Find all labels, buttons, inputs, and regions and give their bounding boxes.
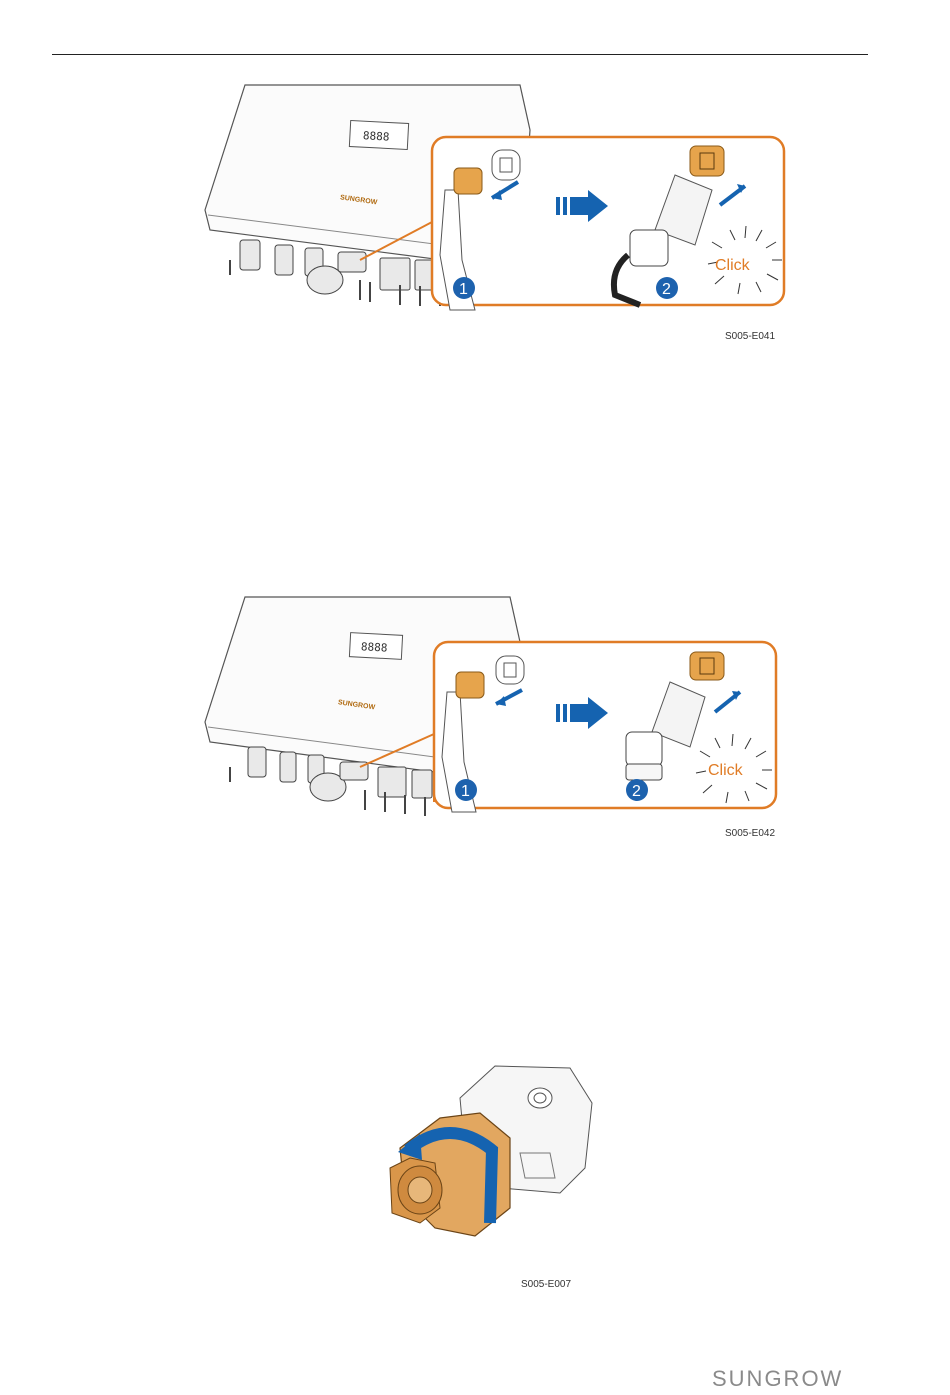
figure-1-caption: S005-E041 [725,331,775,342]
step-1-number: 1 [459,281,468,298]
step-2-number: 2 [662,281,671,298]
display-readout: 8888 [361,640,388,654]
click-label: Click [715,257,751,274]
display-readout: 8888 [363,129,390,143]
detail-callout-box [434,642,776,808]
step-2-number: 2 [632,783,641,800]
header-rule [52,54,868,55]
click-label: Click [708,762,744,779]
figure-3-caption: S005-E007 [521,1279,571,1290]
detail-callout-box [432,137,784,305]
figure-1-illustration: 8888 SUNGROW [200,80,795,320]
footer-logo: SUNGROW [712,1366,843,1392]
figure-3 [380,1058,600,1248]
figure-3-illustration [380,1058,600,1248]
figure-2-caption: S005-E042 [725,828,775,839]
step-1-number: 1 [461,783,470,800]
figure-1: 8888 SUNGROW [200,80,795,320]
figure-2-illustration: 8888 SUNGROW [200,592,785,832]
figure-2: 8888 SUNGROW [200,592,785,832]
